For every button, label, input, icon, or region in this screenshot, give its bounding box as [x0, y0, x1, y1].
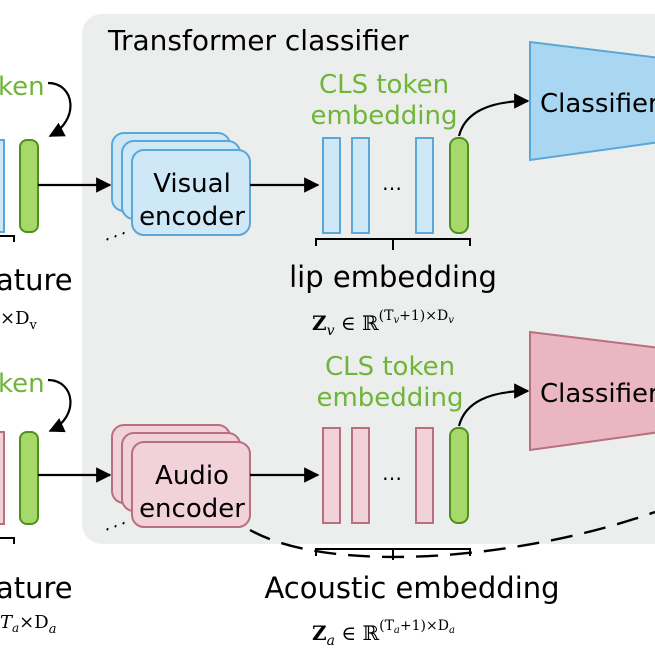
visual-classifier-shape — [529, 40, 655, 162]
dashed-connector — [249, 510, 655, 559]
left-top-formula: ×Dv — [0, 308, 38, 333]
left-top-loop-arrow — [47, 81, 72, 137]
visual-formula: Zv ∈ ℝ(Tv+1)×Dv — [312, 308, 454, 339]
audio-embedding-bar-3 — [415, 427, 434, 524]
left-bottom-feature-label: ature — [0, 571, 73, 605]
visual-embedding-bar-3 — [415, 137, 434, 234]
audio-embedding-bar-1 — [322, 427, 341, 524]
left-bottom-loop-arrow — [47, 378, 72, 433]
audio-classifier-shape — [529, 330, 655, 452]
visual-cls-bar — [449, 137, 469, 234]
left-top-feature-bar — [0, 139, 5, 233]
visual-embedding-ellipsis: … — [382, 171, 402, 195]
visual-encoder-label-1: Visual — [153, 169, 231, 199]
audio-encoder-box — [131, 441, 251, 528]
audio-embedding-bracket — [315, 548, 471, 560]
visual-classifier-label: Classifier — [540, 89, 655, 119]
visual-embedding-bar-1 — [322, 137, 341, 234]
audio-formula: Za ∈ ℝ(Ta+1)×Da — [312, 618, 455, 649]
left-top-cls-bar — [19, 139, 39, 233]
visual-embedding-bracket — [315, 238, 471, 250]
left-top-feature-label: ature — [0, 263, 73, 297]
left-bottom-token-fragment: ken — [0, 369, 45, 399]
left-bottom-feature-bar — [0, 431, 5, 525]
audio-cls-to-classifier-arrow — [457, 383, 530, 427]
visual-embedding-label: lip embedding — [289, 260, 497, 294]
left-bottom-bracket — [0, 537, 15, 544]
audio-embedding-label: Acoustic embedding — [264, 571, 559, 605]
visual-encoder-box — [131, 149, 251, 236]
left-top-bracket — [0, 235, 15, 242]
left-bottom-formula: Ta×Da — [0, 612, 56, 637]
audio-embedding-ellipsis: … — [382, 461, 402, 485]
visual-embedding-bar-2 — [351, 137, 370, 234]
audio-embedding-bar-2 — [351, 427, 370, 524]
audio-encoder-label-1: Audio — [155, 461, 229, 491]
visual-cls-to-classifier-arrow — [457, 93, 530, 137]
audio-cls-label-1: CLS token — [325, 352, 455, 382]
visual-cls-label-1: CLS token — [319, 70, 449, 100]
visual-cls-label-2: embedding — [310, 101, 457, 131]
panel-title: Transformer classifier — [107, 24, 409, 57]
visual-encoder-label-2: encoder — [139, 202, 245, 232]
audio-classifier-label: Classifier — [540, 379, 655, 409]
audio-encoder-label-2: encoder — [139, 494, 245, 524]
left-bottom-cls-bar — [19, 431, 39, 525]
audio-cls-bar — [449, 427, 469, 524]
left-top-token-fragment: ken — [0, 72, 45, 102]
audio-cls-label-2: embedding — [316, 383, 463, 413]
